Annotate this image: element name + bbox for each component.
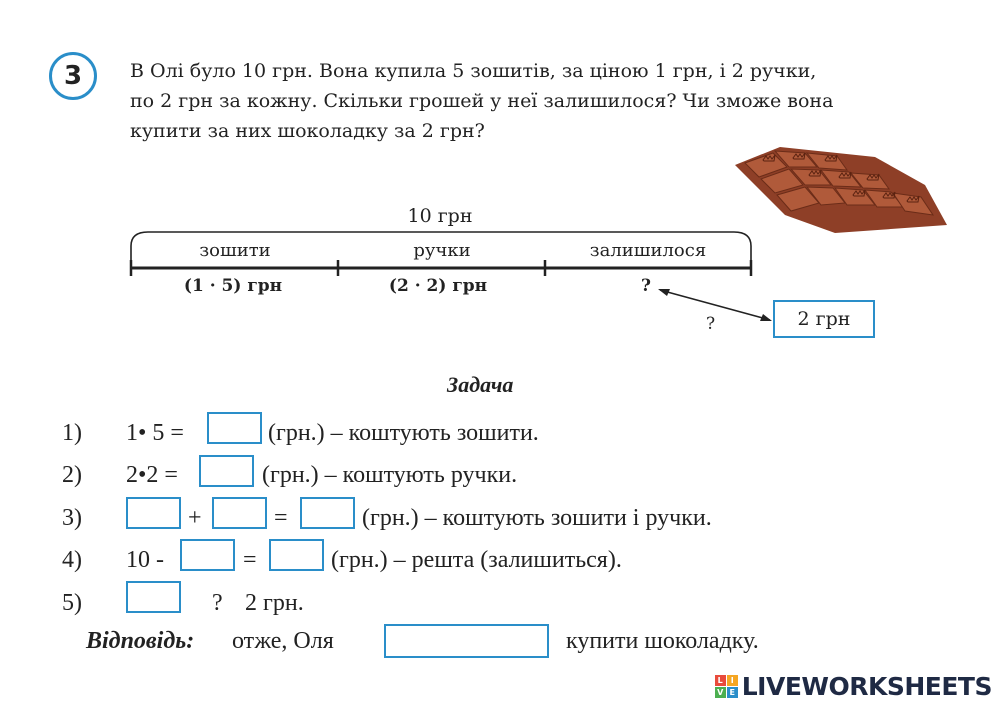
compare-question: ?: [706, 314, 716, 334]
answer-field-2[interactable]: [199, 455, 254, 487]
answer-label: Відповідь:: [86, 628, 195, 654]
segment-sub-pens: (2 · 2) грн: [388, 276, 488, 296]
logo-text: LIVEWORKSHEETS: [741, 672, 993, 701]
answer-field-3b[interactable]: [212, 497, 267, 529]
row-2-number: 2): [62, 462, 82, 488]
row-3-number: 3): [62, 505, 82, 531]
row-5-question: ?: [212, 590, 223, 616]
answer-field-3c[interactable]: [300, 497, 355, 529]
segment-label-pens: ручки: [413, 240, 471, 261]
row-5-tail: 2 грн.: [245, 590, 304, 616]
problem-line-2: по 2 грн за кожну. Скільки грошей у неї …: [130, 90, 834, 112]
compare-arrow: [658, 289, 772, 321]
row-1-expression: 1• 5 =: [126, 420, 184, 446]
segment-sub-notebooks: (1 · 5) грн: [183, 276, 283, 296]
row-4-expression: 10 -: [126, 547, 164, 573]
segment-diagram: [129, 231, 753, 276]
problem-line-3: купити за них шоколадку за 2 грн?: [130, 120, 485, 142]
problem-line-1: В Олі було 10 грн. Вона купила 5 зошитів…: [130, 60, 817, 82]
row-4-equals: =: [243, 547, 257, 573]
segment-sub-remaining: ?: [641, 276, 651, 296]
segment-label-notebooks: зошити: [199, 240, 271, 261]
row-1-number: 1): [62, 420, 82, 446]
answer-tail: купити шоколадку.: [566, 628, 759, 654]
price-box: 2 грн: [773, 300, 875, 338]
answer-field-1[interactable]: [207, 412, 262, 444]
diagram-total: 10 грн: [407, 205, 473, 227]
row-4-tail: (грн.) – решта (залишиться).: [331, 547, 622, 573]
row-3-plus: +: [188, 505, 202, 531]
segment-label-remaining: залишилося: [589, 240, 707, 261]
logo-icon: L I V E: [714, 675, 738, 698]
answer-field-5[interactable]: [126, 581, 181, 613]
row-1-tail: (грн.) – коштують зошити.: [268, 420, 539, 446]
row-5-number: 5): [62, 590, 82, 616]
answer-field-3a[interactable]: [126, 497, 181, 529]
row-4-number: 4): [62, 547, 82, 573]
row-3-equals: =: [274, 505, 288, 531]
total-brace: [130, 231, 752, 266]
answer-field-4a[interactable]: [180, 539, 235, 571]
chocolate-bar-image: [735, 147, 947, 233]
answer-middle: отже, Оля: [232, 628, 334, 654]
exercise-number: 3: [49, 52, 97, 100]
liveworksheets-logo: L I V E LIVEWORKSHEETS: [714, 672, 993, 701]
row-2-expression: 2•2 =: [126, 462, 178, 488]
row-3-tail: (грн.) – коштують зошити і ручки.: [362, 505, 712, 531]
task-title: Задача: [447, 372, 514, 397]
answer-field-final[interactable]: [384, 624, 549, 658]
row-2-tail: (грн.) – коштують ручки.: [262, 462, 518, 488]
answer-field-4b[interactable]: [269, 539, 324, 571]
